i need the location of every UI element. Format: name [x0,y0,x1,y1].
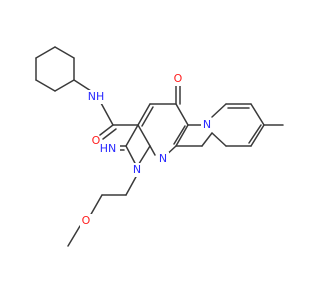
amide-linker-bonds [73,79,139,140]
ring-b-bonds [175,84,284,147]
molecule-structure-diagram: NH O HN N N N O O [35,46,284,247]
ketone-oxygen-label: O [174,72,183,85]
junction-nitrogen-label: N [203,118,211,131]
ring-a-bonds [137,103,189,159]
cyclohexyl-ring [35,46,75,92]
bridge-nitrogen-label: N [159,152,167,165]
ether-oxygen-label: O [82,214,91,227]
amide-nh-label: NH [88,90,105,103]
imine-nh-label: HN [100,142,117,155]
ring-nitrogen-1-label: N [133,163,141,176]
amide-oxygen-label: O [92,134,101,147]
methoxyethyl-chain [67,174,138,247]
